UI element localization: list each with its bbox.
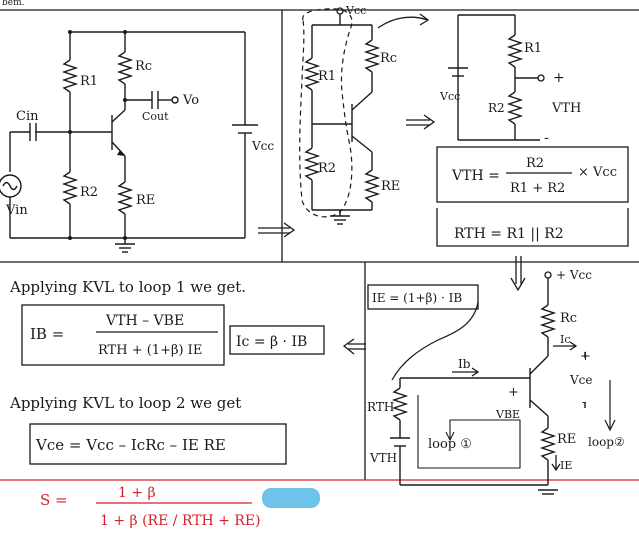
panel2-re-label: RE [381, 179, 400, 194]
redaction-mark [262, 488, 320, 508]
panel4-re-label: RE [557, 432, 576, 447]
panel-dividers [0, 9, 639, 481]
ib-formula-box [21, 304, 225, 366]
panel2-r2-label: R2 [318, 161, 336, 176]
panel4-circuit [390, 278, 586, 495]
panel4-rc-label: Rc [560, 311, 577, 326]
panel1-cin-label: Cin [16, 109, 39, 124]
panel4-loop1-label: loop ① [428, 437, 472, 452]
ib-formula-numerator: VTH – VBE [105, 313, 184, 329]
panel4-ic-label: Ic [560, 333, 571, 346]
panel1-cout-label: Cout [142, 110, 169, 123]
header-fragment: bem. [2, 0, 25, 8]
ib-formula-lhs: IB = [30, 325, 64, 343]
stability-lhs: S = [40, 491, 68, 509]
ie-formula-box [367, 284, 479, 310]
arrow-panel4-to-kvl1 [342, 338, 366, 355]
panel3-plus: + [553, 70, 565, 86]
panel3-minus: - [544, 130, 549, 146]
panel1-vin-label: Vin [5, 203, 28, 218]
emitter-arrow [117, 150, 125, 156]
kvl1-heading: Applying KVL to loop 1 we get. [9, 278, 246, 296]
panel3-vcc-label: Vcc [439, 90, 460, 103]
panel3-output-terminal [537, 74, 545, 82]
panel4-vcc-label: + Vcc [556, 268, 592, 282]
panel4-vce-label: Vce [569, 373, 593, 387]
ic-formula: Ic = β · IB [236, 334, 307, 350]
panel2-r1-label: R1 [318, 69, 336, 84]
panel4-vth-label: VTH [369, 451, 397, 465]
arrow-panel1-to-panel2 [258, 222, 296, 238]
panel2-vcc-label: Vcc [345, 4, 366, 17]
arrow-panel2-to-panel3 [377, 13, 430, 29]
panel3-vth-label: VTH [551, 101, 581, 116]
arrow-double-panel2-to-panel3 [406, 114, 436, 130]
loop1-path [417, 395, 521, 469]
panel2-vcc-terminal [336, 7, 344, 15]
panel2-dashed-outline [299, 8, 353, 218]
panel4-vce-plus: + [580, 349, 591, 364]
panel1-r2-label: R2 [80, 185, 98, 200]
rth-formula-box [436, 208, 629, 247]
panel1-r1-label: R1 [80, 74, 98, 89]
vce-formula-box [29, 423, 287, 465]
stability-denominator: 1 + β (RE / RTH + RE) [100, 513, 261, 529]
vce-formula: Vce = Vcc – IcRc – IE RE [35, 436, 226, 454]
panel4-ib-label: Ib [458, 357, 471, 371]
vth-formula-tail: × Vcc [578, 165, 617, 180]
panel4-rth-label: RTH [367, 400, 394, 414]
kvl2-heading: Applying KVL to loop 2 we get [9, 394, 241, 412]
vth-formula-denominator: R1 + R2 [510, 181, 565, 196]
panel4-ie-label: IE [560, 459, 572, 472]
panel4-loop2-label: loop② [588, 435, 625, 449]
panel1-rc-label: Rc [135, 59, 152, 74]
panel4-current-arrows [452, 341, 578, 472]
rth-formula: RTH = R1 || R2 [454, 226, 564, 242]
panel3-r2-label: R2 [488, 101, 505, 115]
loop2-arrowhead [604, 419, 616, 432]
stability-numerator: 1 + β [118, 485, 156, 501]
panel1-re-label: RE [136, 193, 155, 208]
ie-formula: IE = (1+β) · IB [372, 291, 462, 305]
ie-to-ib-link [391, 301, 479, 381]
panel2-rc-label: Rc [380, 51, 397, 66]
vth-formula-numerator: R2 [526, 156, 544, 171]
panel4-vbe-plus: + [508, 385, 519, 400]
panel4-vbe-label: VBE [495, 408, 520, 421]
panel1-vcc-label: Vcc [251, 139, 274, 153]
loop1-arrowhead [445, 431, 455, 442]
arrow-panel3-to-panel4 [510, 256, 526, 292]
panel4-vce-minus: - [582, 395, 586, 410]
panel4-vcc-terminal [544, 271, 552, 279]
ib-formula-denominator: RTH + (1+β) IE [98, 343, 202, 358]
vth-formula-box [436, 146, 629, 203]
panel1-junctions [68, 30, 127, 240]
ic-formula-box [229, 325, 325, 355]
vth-formula-lhs: VTH = [451, 168, 500, 184]
panel3-r1-label: R1 [524, 41, 542, 56]
panel3-circuit [448, 14, 540, 141]
panel1-vo-label: Vo [182, 93, 199, 108]
